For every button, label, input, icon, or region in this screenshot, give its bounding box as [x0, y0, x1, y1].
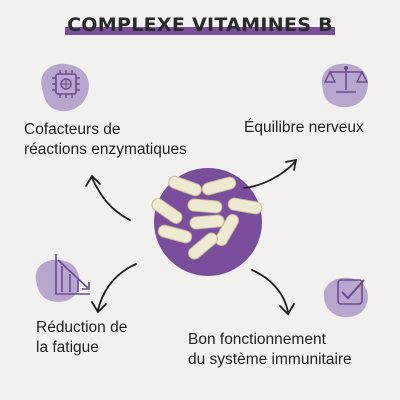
capsules-group: [151, 175, 263, 260]
arrow-to-immune: [251, 269, 289, 313]
benefit-cofactors: Cofacteurs de réactions enzymatiques: [24, 120, 187, 160]
benefit-cofactors-line2: réactions enzymatiques: [24, 141, 187, 158]
benefit-fatigue-line2: la fatigue: [36, 339, 99, 356]
arrowhead-cofactors: [85, 174, 101, 187]
page-title: COMPLEXE VITAMINES B: [65, 14, 335, 36]
arrows-group: [85, 158, 298, 316]
benefit-nervous-line1: Équilibre nerveux: [244, 119, 364, 136]
benefit-fatigue-line1: Réduction de: [36, 319, 128, 336]
benefit-cofactors-line1: Cofacteurs de: [24, 121, 121, 138]
title-block: COMPLEXE VITAMINES B: [0, 14, 400, 36]
arrow-to-cofactors: [91, 177, 131, 221]
arrowhead-immune: [279, 303, 295, 316]
benefit-immune-line2: du système immunitaire: [188, 351, 352, 368]
arrow-to-fatigue: [97, 263, 137, 311]
declining-chart-icon: [35, 254, 90, 302]
arrow-to-nervous: [243, 161, 296, 189]
arrowhead-fatigue: [91, 301, 107, 314]
benefit-immune-line1: Bon fonctionnement: [188, 331, 326, 348]
benefit-fatigue: Réduction de la fatigue: [36, 318, 127, 358]
benefit-nervous: Équilibre nerveux: [244, 118, 364, 138]
checkmark-icon: [323, 277, 369, 318]
enzyme-chip-icon: [41, 63, 89, 112]
balance-scale-icon: [321, 63, 369, 108]
benefit-immune: Bon fonctionnement du système immunitair…: [188, 330, 352, 370]
arrowhead-nervous: [285, 158, 298, 171]
page-title-text: COMPLEXE VITAMINES B: [67, 14, 333, 36]
